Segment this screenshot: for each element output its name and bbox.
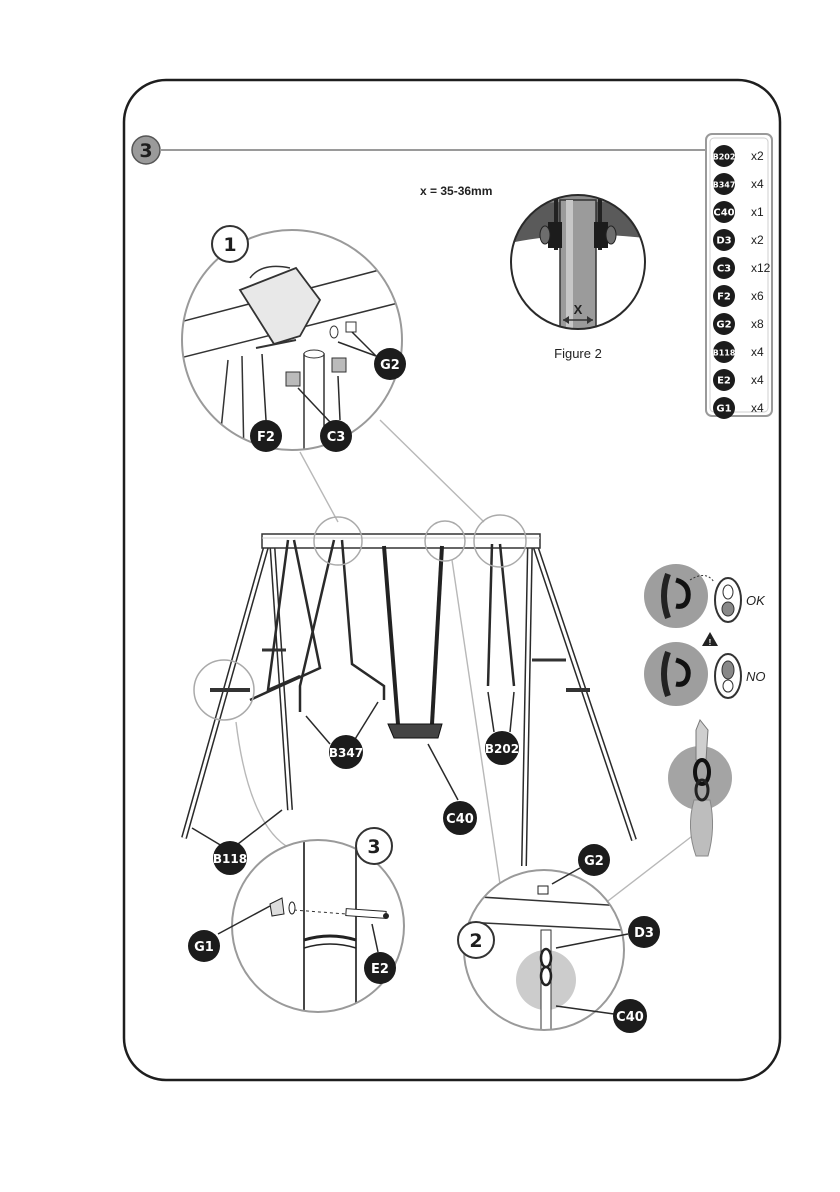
part-qty: x8 — [751, 317, 764, 331]
svg-text:!: ! — [709, 638, 712, 647]
svg-text:D3: D3 — [634, 926, 654, 941]
svg-text:G2: G2 — [380, 358, 400, 373]
figure-caption: Figure 2 — [554, 346, 602, 361]
svg-text:C3: C3 — [327, 430, 346, 445]
part-qty: x2 — [751, 233, 764, 247]
svg-text:G2: G2 — [584, 854, 604, 869]
detail-3-number: 3 — [367, 836, 380, 858]
part-qty: x4 — [751, 177, 764, 191]
svg-text:G1: G1 — [194, 940, 214, 955]
part-code: B118 — [713, 349, 736, 358]
part-qty: x4 — [751, 401, 764, 415]
part-code: G2 — [716, 320, 731, 331]
hook-check-no: ! NO — [644, 632, 766, 706]
figure-2-inset: x = 35-36mm X Figure 2 — [420, 168, 660, 361]
no-label: NO — [746, 669, 766, 684]
part-qty: x1 — [751, 205, 764, 219]
svg-text:B347: B347 — [329, 746, 363, 760]
svg-text:F2: F2 — [257, 430, 275, 445]
dimension-marker: X — [574, 302, 583, 317]
hook-hand-illustration — [668, 720, 732, 856]
part-qty: x4 — [751, 373, 764, 387]
part-qty: x4 — [751, 345, 764, 359]
svg-text:C40: C40 — [446, 812, 474, 827]
step-number: 3 — [139, 140, 152, 162]
detail-1-number: 1 — [223, 234, 236, 256]
part-qty: x2 — [751, 149, 764, 163]
part-qty: x6 — [751, 289, 764, 303]
svg-text:C40: C40 — [616, 1010, 644, 1025]
detail-1: 1 G2 F2 C3 — [180, 226, 410, 464]
svg-text:B118: B118 — [213, 852, 247, 866]
detail-2: 2 G2 D3 C40 — [458, 844, 660, 1040]
detail-2-number: 2 — [469, 930, 482, 952]
part-code: D3 — [716, 236, 731, 247]
part-qty: x12 — [751, 261, 771, 275]
part-code: F2 — [717, 292, 731, 303]
dimension-formula: x = 35-36mm — [420, 184, 492, 198]
part-code: G1 — [716, 404, 731, 415]
label-b202: B202 — [485, 692, 519, 765]
label-b347: B347 — [306, 702, 378, 769]
part-code: C40 — [713, 208, 734, 219]
ok-label: OK — [746, 593, 766, 608]
part-code: C3 — [717, 264, 731, 275]
part-code: B202 — [713, 153, 736, 162]
step-marker: 3 — [132, 136, 706, 164]
svg-text:E2: E2 — [371, 962, 389, 977]
part-code: B347 — [713, 181, 736, 190]
part-code: E2 — [717, 376, 731, 387]
hook-check-ok: OK — [644, 564, 766, 628]
label-c40: C40 — [428, 744, 477, 835]
svg-text:B202: B202 — [485, 742, 519, 756]
swing-frame — [184, 515, 634, 866]
